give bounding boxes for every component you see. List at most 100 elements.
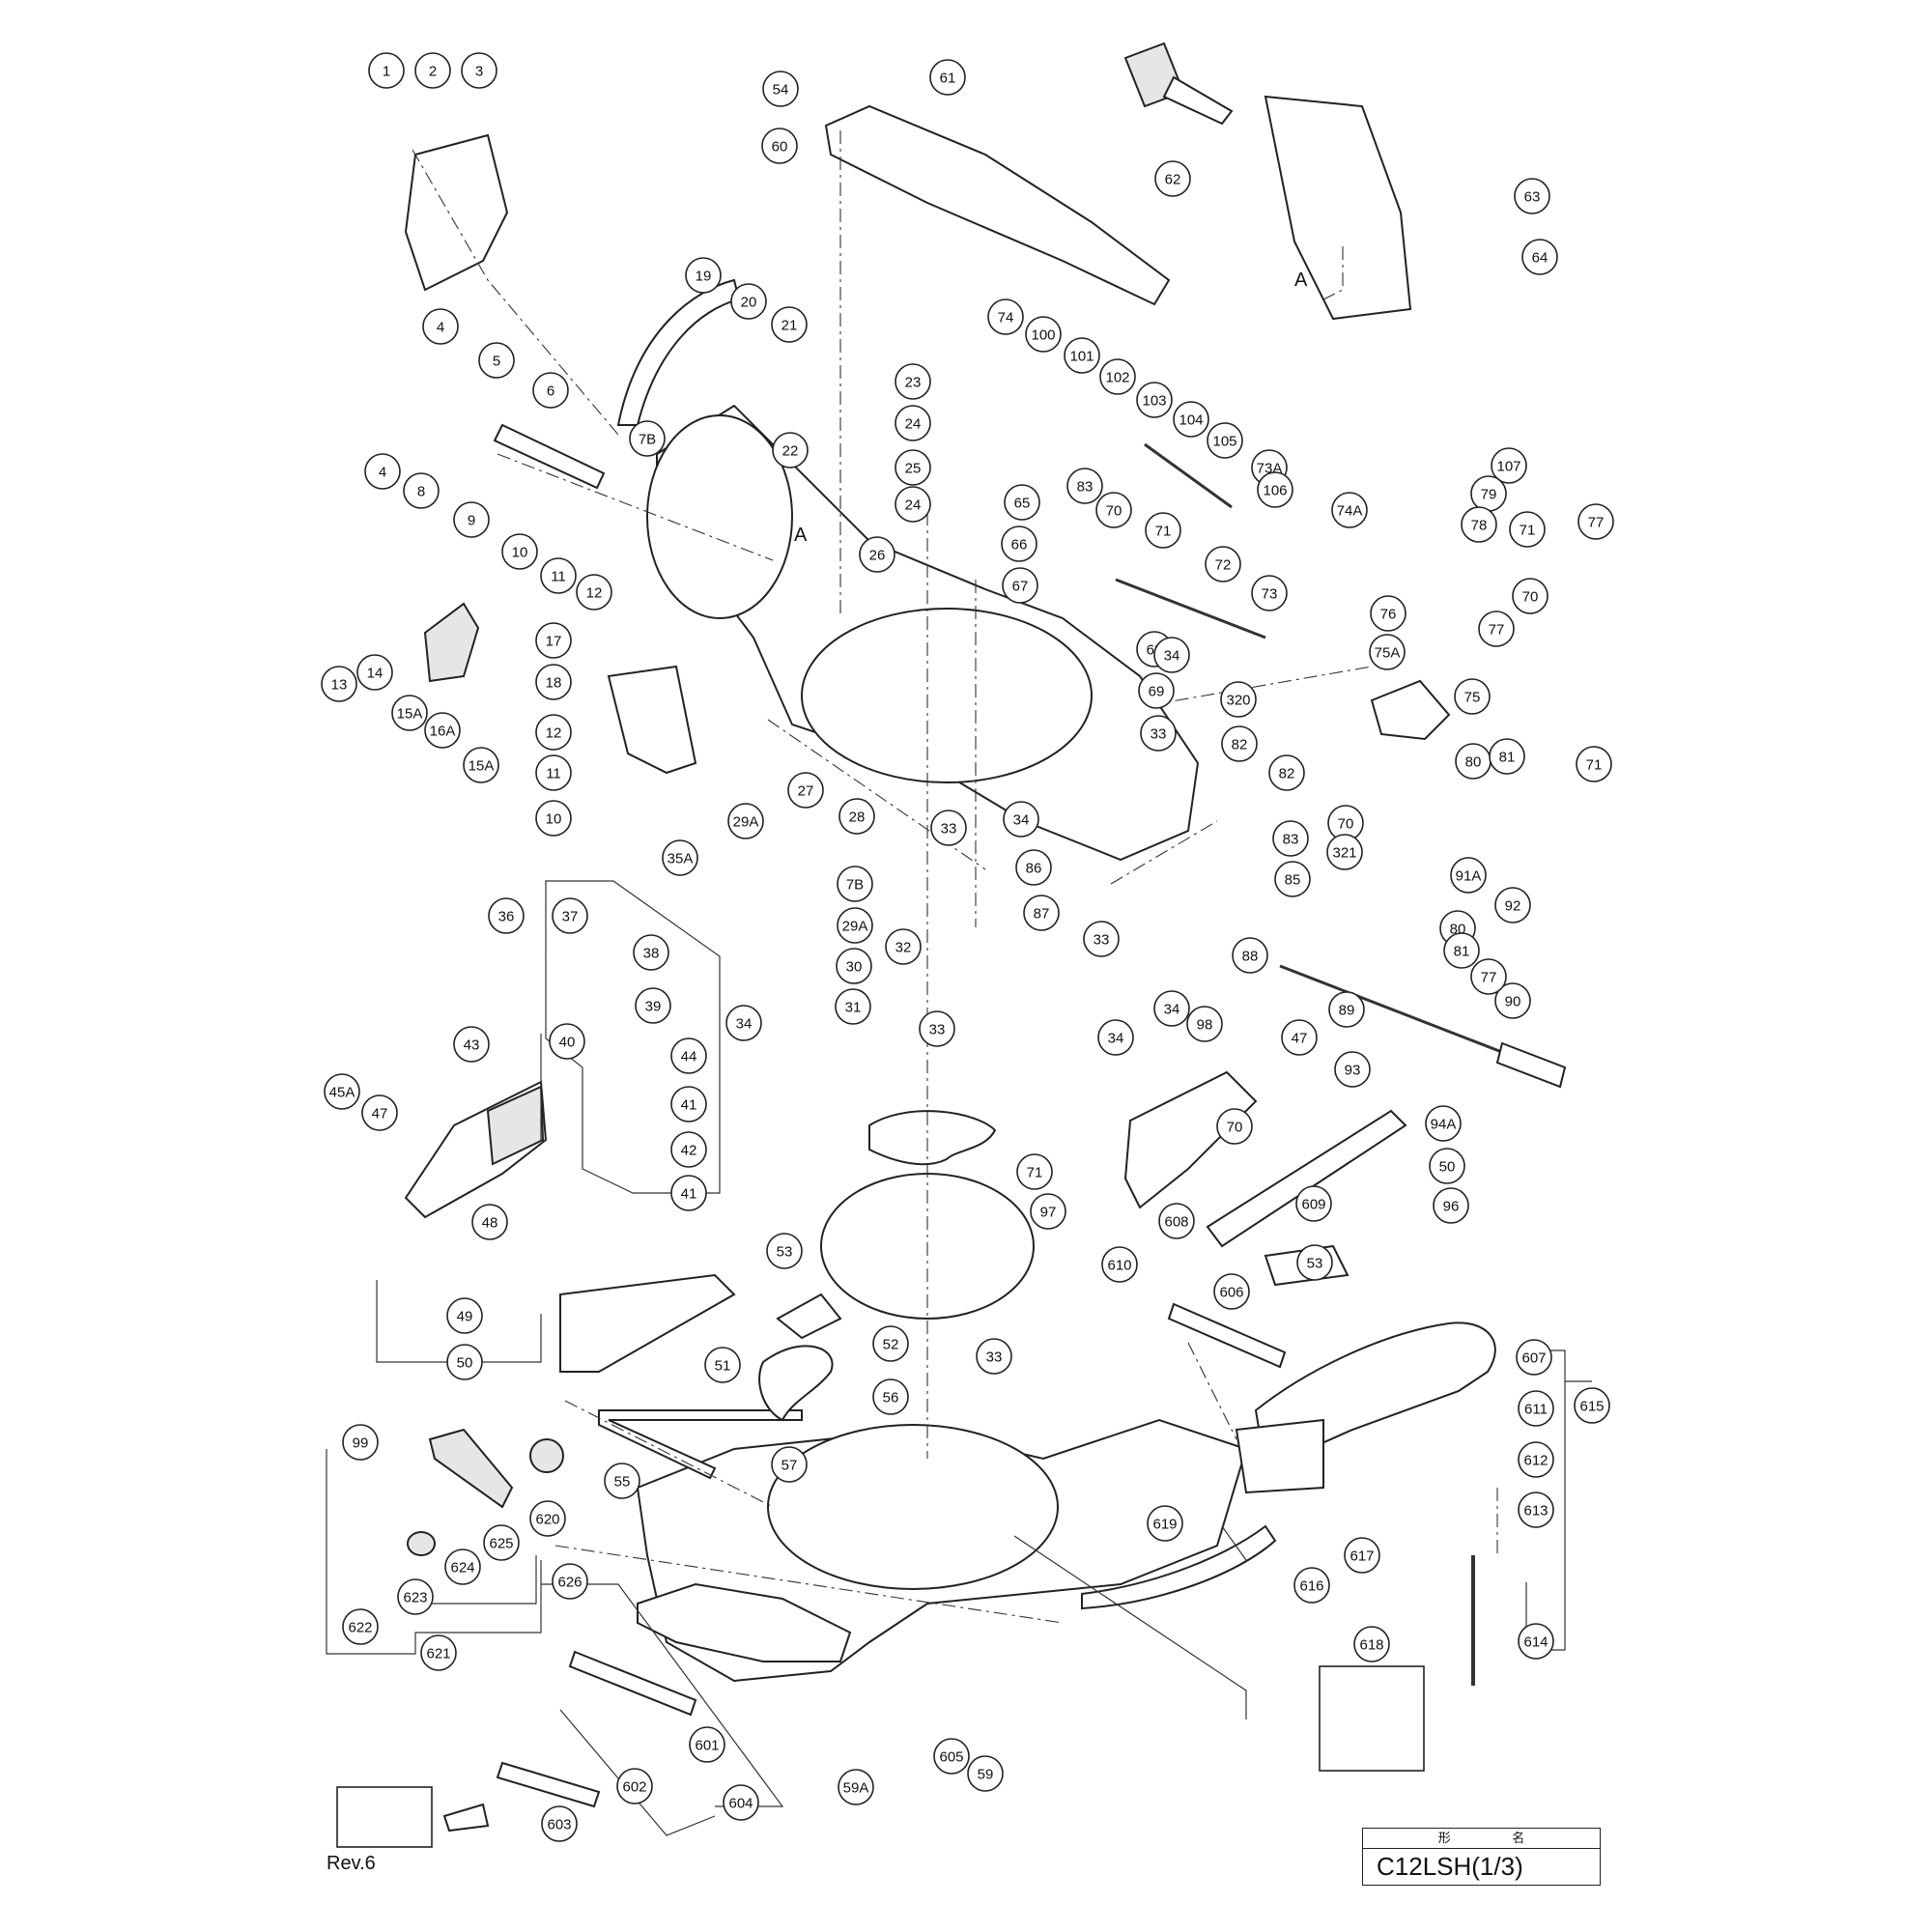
svg-text:614: 614 bbox=[1523, 1634, 1548, 1651]
callout-88: 88 bbox=[1232, 937, 1268, 974]
callout-71: 71 bbox=[1145, 512, 1181, 549]
callout-52: 52 bbox=[872, 1325, 909, 1362]
svg-text:7B: 7B bbox=[846, 877, 864, 894]
callout-602: 602 bbox=[616, 1768, 653, 1804]
callout-82: 82 bbox=[1268, 754, 1305, 791]
callout-86: 86 bbox=[1015, 849, 1052, 886]
svg-text:53: 53 bbox=[1307, 1256, 1323, 1272]
svg-text:83: 83 bbox=[1077, 479, 1094, 496]
callout-611: 611 bbox=[1518, 1390, 1554, 1427]
callout-37: 37 bbox=[552, 897, 588, 934]
callout-14: 14 bbox=[356, 654, 393, 691]
callout-77: 77 bbox=[1478, 611, 1515, 647]
svg-text:36: 36 bbox=[498, 909, 515, 925]
svg-text:69: 69 bbox=[1149, 684, 1165, 700]
callout-70: 70 bbox=[1216, 1108, 1253, 1145]
svg-text:620: 620 bbox=[535, 1512, 559, 1528]
svg-text:57: 57 bbox=[781, 1458, 798, 1474]
svg-text:83: 83 bbox=[1283, 832, 1299, 848]
svg-text:71: 71 bbox=[1520, 523, 1536, 539]
callout-612: 612 bbox=[1518, 1441, 1554, 1478]
callout-62: 62 bbox=[1154, 160, 1191, 197]
svg-text:60: 60 bbox=[772, 139, 788, 156]
callout-75: 75 bbox=[1454, 678, 1491, 715]
svg-text:101: 101 bbox=[1069, 349, 1094, 365]
svg-text:73: 73 bbox=[1262, 586, 1278, 603]
svg-text:106: 106 bbox=[1263, 483, 1287, 499]
svg-text:82: 82 bbox=[1279, 766, 1295, 782]
svg-text:37: 37 bbox=[562, 909, 579, 925]
callout-31: 31 bbox=[835, 988, 871, 1025]
callout-11: 11 bbox=[535, 754, 572, 791]
svg-text:18: 18 bbox=[546, 675, 562, 692]
svg-text:71: 71 bbox=[1586, 757, 1603, 774]
callout-625: 625 bbox=[483, 1524, 520, 1561]
svg-text:75A: 75A bbox=[1375, 645, 1401, 662]
part-outlines bbox=[404, 42, 1567, 1833]
svg-text:79: 79 bbox=[1481, 487, 1497, 503]
svg-text:23: 23 bbox=[905, 375, 922, 391]
svg-text:77: 77 bbox=[1481, 970, 1497, 986]
svg-text:34: 34 bbox=[736, 1016, 753, 1033]
callout-92: 92 bbox=[1494, 887, 1531, 923]
callout-33: 33 bbox=[976, 1338, 1012, 1375]
callout-34: 34 bbox=[1097, 1019, 1134, 1056]
svg-text:609: 609 bbox=[1301, 1197, 1325, 1213]
svg-text:10: 10 bbox=[546, 811, 562, 828]
callout-48: 48 bbox=[471, 1204, 508, 1240]
svg-text:47: 47 bbox=[1292, 1031, 1308, 1047]
callout-7B: 7B bbox=[629, 420, 666, 457]
svg-text:26: 26 bbox=[869, 548, 886, 564]
callout-55: 55 bbox=[604, 1463, 640, 1499]
view-label-a-2: A bbox=[794, 525, 808, 546]
svg-text:31: 31 bbox=[845, 1000, 862, 1016]
svg-text:77: 77 bbox=[1588, 515, 1605, 531]
svg-text:16A: 16A bbox=[430, 724, 456, 740]
svg-text:42: 42 bbox=[681, 1143, 697, 1159]
svg-text:48: 48 bbox=[482, 1215, 498, 1232]
callout-608: 608 bbox=[1158, 1203, 1195, 1239]
svg-text:55: 55 bbox=[614, 1474, 631, 1491]
svg-text:12: 12 bbox=[586, 585, 603, 602]
svg-text:64: 64 bbox=[1532, 250, 1548, 267]
callout-613: 613 bbox=[1518, 1492, 1554, 1528]
callout-33: 33 bbox=[930, 810, 967, 846]
svg-text:34: 34 bbox=[1108, 1031, 1124, 1047]
callout-94A: 94A bbox=[1425, 1105, 1462, 1142]
svg-text:616: 616 bbox=[1299, 1578, 1323, 1595]
svg-text:32: 32 bbox=[895, 940, 912, 956]
callout-4: 4 bbox=[422, 308, 459, 345]
svg-text:59A: 59A bbox=[843, 1780, 869, 1797]
callout-85: 85 bbox=[1274, 861, 1311, 897]
revision-label: Rev.6 bbox=[327, 1853, 376, 1874]
callout-99: 99 bbox=[342, 1424, 379, 1461]
svg-text:75: 75 bbox=[1464, 690, 1481, 706]
svg-text:30: 30 bbox=[846, 959, 863, 976]
callout-77: 77 bbox=[1470, 958, 1507, 995]
svg-text:34: 34 bbox=[1013, 812, 1030, 829]
callout-12: 12 bbox=[576, 574, 612, 611]
svg-text:92: 92 bbox=[1505, 898, 1521, 915]
callout-40: 40 bbox=[549, 1023, 585, 1060]
svg-text:33: 33 bbox=[986, 1350, 1003, 1366]
callout-4: 4 bbox=[364, 453, 401, 490]
svg-text:93: 93 bbox=[1345, 1063, 1361, 1079]
svg-text:52: 52 bbox=[883, 1337, 899, 1353]
svg-text:606: 606 bbox=[1219, 1285, 1243, 1301]
callout-79: 79 bbox=[1470, 475, 1507, 512]
svg-text:4: 4 bbox=[379, 465, 386, 481]
svg-text:607: 607 bbox=[1521, 1350, 1546, 1367]
callout-72: 72 bbox=[1205, 546, 1241, 582]
svg-text:613: 613 bbox=[1523, 1503, 1548, 1520]
callout-47: 47 bbox=[1281, 1019, 1318, 1056]
svg-text:34: 34 bbox=[1164, 648, 1180, 665]
callout-321: 321 bbox=[1326, 834, 1363, 870]
callout-50: 50 bbox=[446, 1344, 483, 1380]
svg-text:626: 626 bbox=[557, 1575, 582, 1591]
svg-text:25: 25 bbox=[905, 461, 922, 477]
svg-text:602: 602 bbox=[622, 1779, 646, 1796]
callout-619: 619 bbox=[1147, 1505, 1183, 1542]
callout-101: 101 bbox=[1064, 337, 1100, 374]
svg-text:601: 601 bbox=[695, 1738, 719, 1754]
svg-text:85: 85 bbox=[1285, 872, 1301, 889]
